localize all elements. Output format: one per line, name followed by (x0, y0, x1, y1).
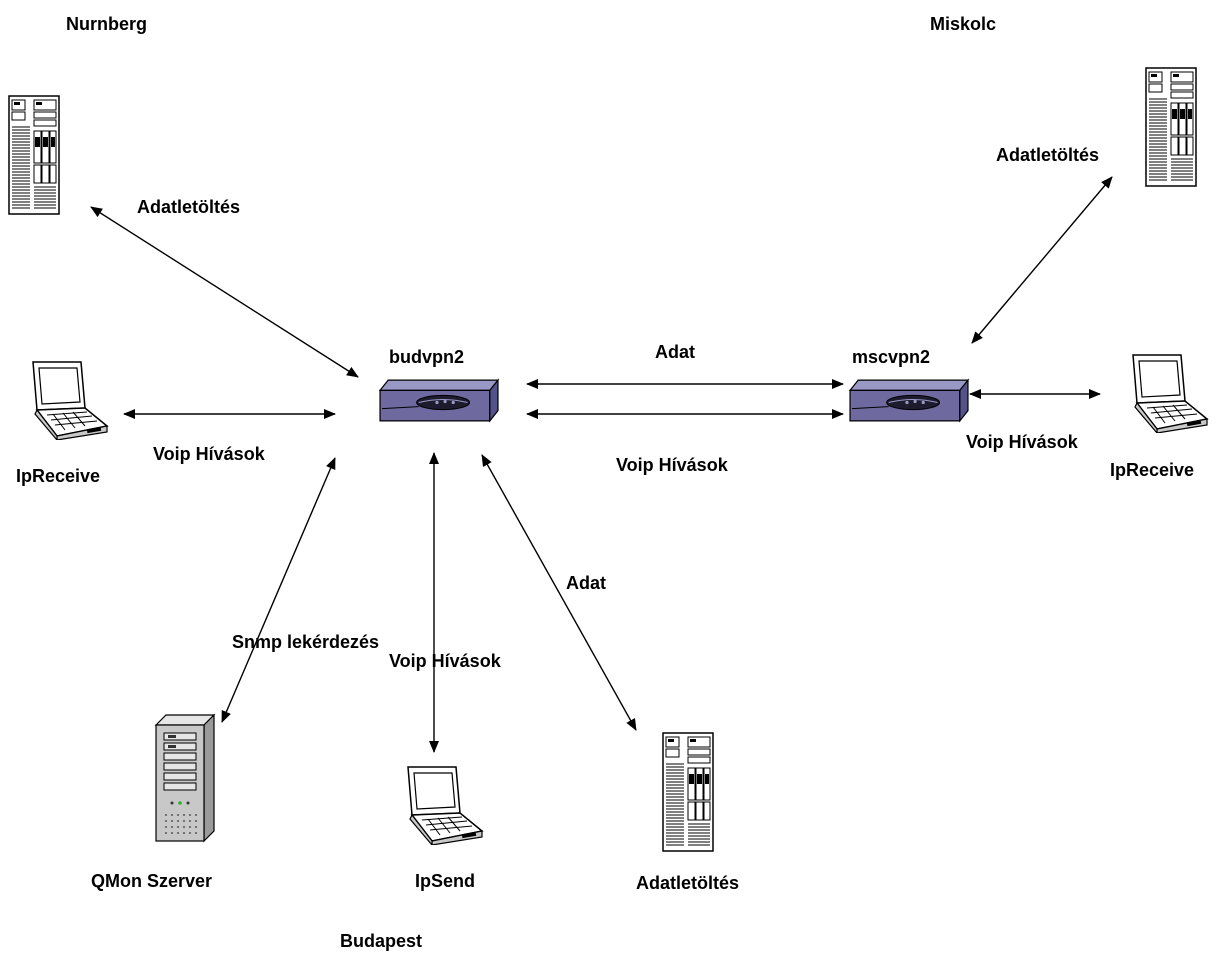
mscvpn2-router-icon (849, 379, 969, 422)
location-miskolc: Miskolc (930, 14, 997, 34)
location-budapest: Budapest (340, 931, 423, 951)
node-ipsend: IpSend (415, 871, 476, 891)
node-ipreceive-right: IpReceive (1110, 460, 1195, 480)
node-adatletoltes-server: Adatletöltés (636, 873, 740, 893)
qmon-server-icon (155, 714, 215, 842)
link-label-nurnberg-adatletoltes: Adatletöltés (137, 197, 241, 217)
link-nurnberg-budvpn2 (90, 206, 359, 378)
link-label-left-voip: Voip Hívások (153, 444, 265, 464)
link-label-miskolc-adatletoltes: Adatletöltés (996, 145, 1100, 165)
ipreceive-left-laptop-icon (32, 361, 108, 440)
ipreceive-right-laptop-icon (1132, 354, 1208, 433)
ipsend-laptop-icon (407, 766, 483, 845)
link-snmp (221, 457, 336, 723)
link-miskolc-mscvpn2 (971, 176, 1113, 344)
node-qmon-szerver: QMon Szerver (91, 871, 213, 891)
link-server-adat (481, 454, 637, 731)
location-nurnberg: Nurnberg (66, 14, 147, 34)
link-label-server-adat: Adat (566, 573, 606, 593)
link-label-right-voip: Voip Hívások (966, 432, 1078, 452)
nurnberg-server-icon (8, 95, 60, 215)
link-label-vpn-adat: Adat (655, 342, 695, 362)
node-mscvpn2: mscvpn2 (852, 347, 931, 367)
link-label-ipsend-voip: Voip Hívások (389, 651, 501, 671)
node-ipreceive-left: IpReceive (16, 466, 101, 486)
link-label-snmp: Snmp lekérdezés (232, 632, 380, 652)
adatletoltes-server-icon (662, 732, 714, 852)
link-label-vpn-voip: Voip Hívások (616, 455, 728, 475)
node-budvpn2: budvpn2 (389, 347, 464, 367)
miskolc-server-icon (1145, 67, 1197, 187)
budvpn2-router-icon (379, 379, 499, 422)
